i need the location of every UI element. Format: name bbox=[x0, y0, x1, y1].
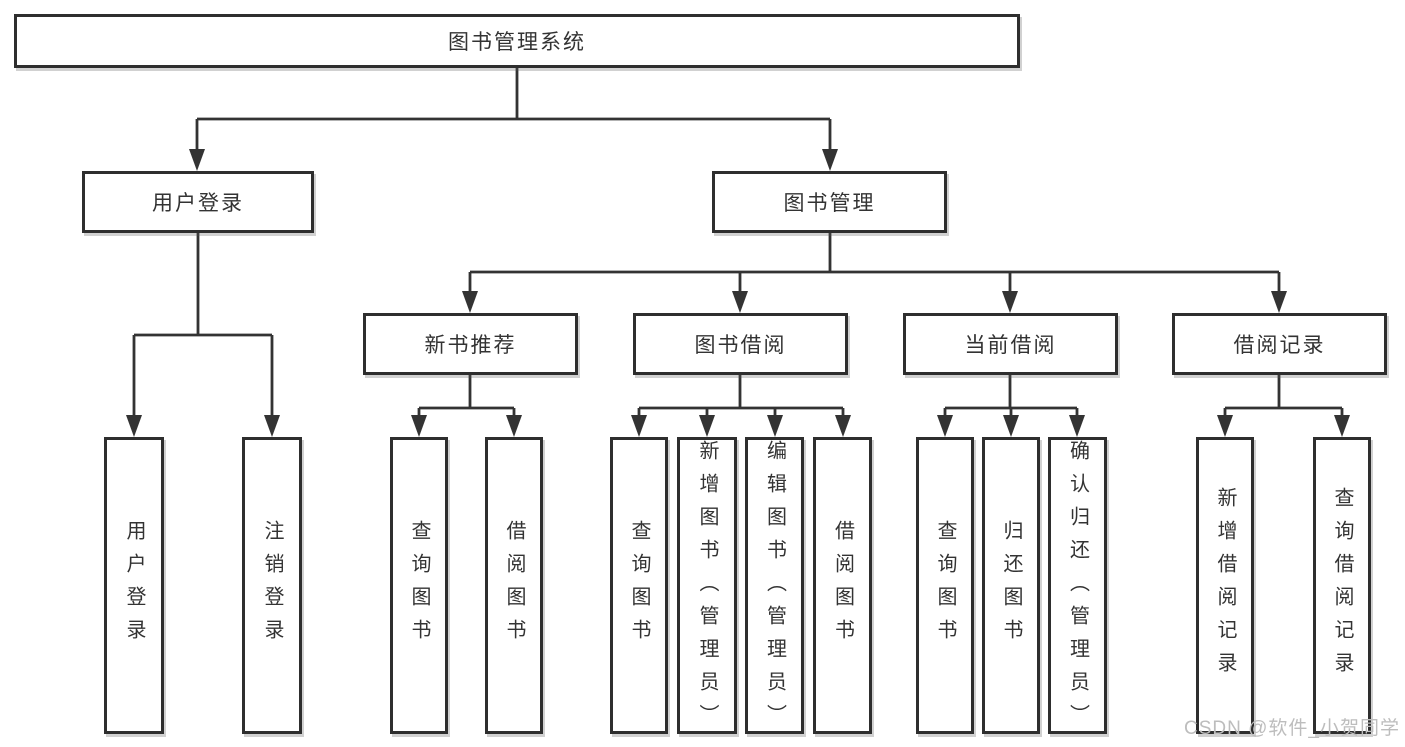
node-root: 图书管理系统 bbox=[14, 14, 1020, 68]
leaf-return-books-label: 归还图书 bbox=[1000, 519, 1022, 652]
leaf-query-borrow-record: 查询借阅记录 bbox=[1313, 437, 1371, 734]
arrowheads bbox=[126, 149, 1350, 437]
leaf-edit-books-admin-label: 编辑图书（管理员） bbox=[763, 440, 786, 737]
leaf-add-borrow-record: 新增借阅记录 bbox=[1196, 437, 1254, 734]
leaf-user-login: 用户登录 bbox=[104, 437, 164, 734]
leaf-current-query-books-label: 查询图书 bbox=[934, 519, 956, 652]
leaf-logout-label: 注销登录 bbox=[261, 519, 283, 652]
leaf-recommend-borrow-books: 借阅图书 bbox=[485, 437, 543, 734]
leaf-borrow-query-books-label: 查询图书 bbox=[628, 519, 650, 652]
leaf-borrow-books-label: 借阅图书 bbox=[831, 519, 854, 652]
leaf-recommend-borrow-books-label: 借阅图书 bbox=[503, 519, 525, 652]
leaf-edit-books-admin: 编辑图书（管理员） bbox=[745, 437, 804, 737]
leaf-current-query-books: 查询图书 bbox=[916, 437, 974, 734]
node-current-borrow: 当前借阅 bbox=[903, 313, 1118, 375]
leaf-add-borrow-record-label: 新增借阅记录 bbox=[1214, 486, 1236, 685]
leaf-borrow-books: 借阅图书 bbox=[813, 437, 872, 734]
leaf-user-login-label: 用户登录 bbox=[123, 519, 145, 652]
leaf-logout: 注销登录 bbox=[242, 437, 302, 734]
node-user-login-label: 用户登录 bbox=[152, 192, 244, 215]
node-book-borrow: 图书借阅 bbox=[633, 313, 848, 375]
leaf-recommend-query-books: 查询图书 bbox=[390, 437, 448, 734]
leaf-borrow-query-books: 查询图书 bbox=[610, 437, 668, 734]
node-new-book-recommend: 新书推荐 bbox=[363, 313, 578, 375]
leaf-query-borrow-record-label: 查询借阅记录 bbox=[1331, 486, 1353, 685]
node-root-label: 图书管理系统 bbox=[448, 31, 586, 54]
node-book-borrow-label: 图书借阅 bbox=[694, 334, 787, 357]
node-book-management-label: 图书管理 bbox=[783, 192, 876, 215]
leaf-confirm-return-admin: 确认归还（管理员） bbox=[1048, 437, 1107, 737]
leaf-recommend-query-books-label: 查询图书 bbox=[408, 519, 430, 652]
node-book-management: 图书管理 bbox=[712, 171, 947, 233]
leaf-add-books-admin: 新增图书（管理员） bbox=[677, 437, 737, 737]
csdn-watermark: CSDN @软件_小贺同学 bbox=[1184, 718, 1400, 739]
node-borrow-records-label: 借阅记录 bbox=[1233, 334, 1326, 357]
leaf-confirm-return-admin-label: 确认归还（管理员） bbox=[1066, 440, 1089, 737]
node-new-book-recommend-label: 新书推荐 bbox=[424, 334, 517, 357]
node-current-borrow-label: 当前借阅 bbox=[964, 334, 1057, 357]
leaf-add-books-admin-label: 新增图书（管理员） bbox=[696, 440, 718, 737]
leaf-return-books: 归还图书 bbox=[982, 437, 1040, 734]
node-user-login: 用户登录 bbox=[82, 171, 314, 233]
node-borrow-records: 借阅记录 bbox=[1172, 313, 1387, 375]
